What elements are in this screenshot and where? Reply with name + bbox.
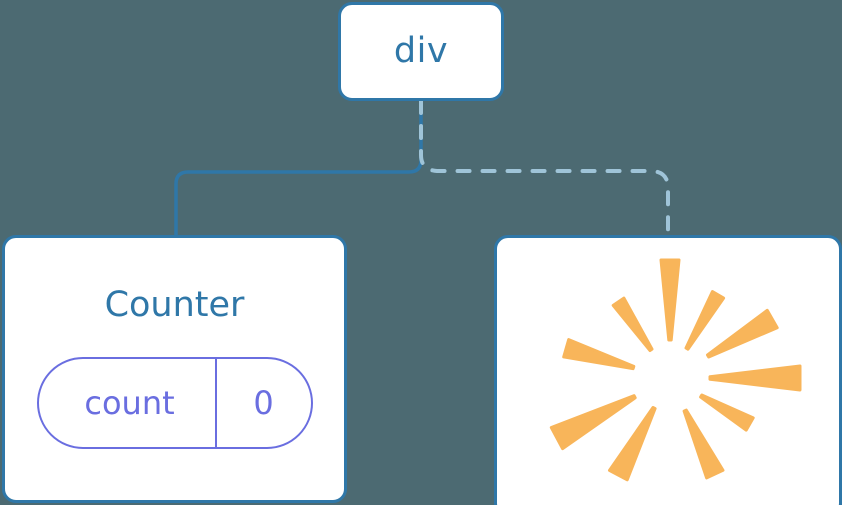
connector-root-to-burst (419, 99, 670, 238)
burst-ray-5 (682, 408, 725, 480)
burst-ray-7 (549, 394, 637, 451)
connector-root-to-counter (174, 99, 423, 238)
state-value-label: 0 (214, 359, 311, 447)
burst-ray-2 (706, 308, 779, 359)
burst-ray-0 (659, 258, 681, 342)
node-counter-label: Counter (104, 285, 245, 325)
state-pill-count[interactable]: count 0 (36, 357, 313, 449)
burst-icon (549, 258, 802, 482)
burst-ray-9 (611, 296, 654, 352)
burst-ray-1 (684, 290, 726, 351)
burst-ray-8 (562, 338, 636, 371)
node-burst[interactable] (494, 235, 842, 505)
burst-ray-4 (699, 393, 755, 432)
node-div[interactable]: div (338, 2, 504, 101)
state-key-label: count (84, 384, 175, 422)
burst-ray-3 (708, 364, 802, 392)
node-div-label: div (393, 31, 449, 71)
node-counter[interactable]: Counter count 0 (2, 235, 347, 503)
burst-ray-6 (608, 406, 657, 482)
